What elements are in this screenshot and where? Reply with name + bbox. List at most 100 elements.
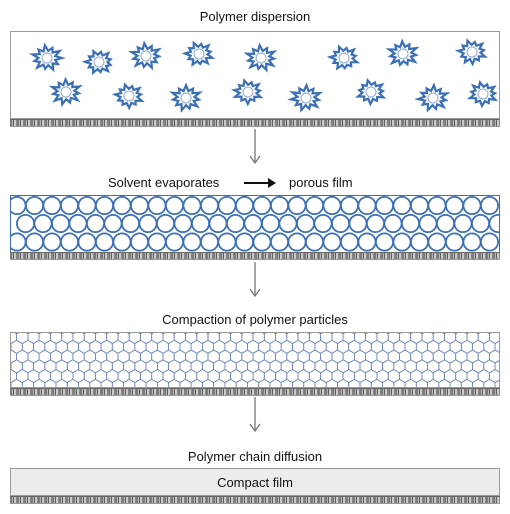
hex-cell: [269, 378, 282, 387]
dispersed-particle: [385, 38, 420, 67]
film-particle: [252, 232, 272, 252]
dispersion-particles: [28, 38, 499, 114]
film-particle: [243, 213, 263, 234]
film-particle: [287, 196, 307, 215]
porous-film-box: [10, 195, 500, 253]
dispersed-particle: [128, 40, 162, 71]
hex-cell: [410, 333, 423, 344]
film-particle: [348, 213, 368, 234]
hex-cell: [444, 333, 457, 344]
hex-cell: [100, 378, 113, 387]
hex-cell: [382, 378, 395, 387]
hex-cell: [477, 333, 490, 344]
film-particle: [480, 196, 499, 215]
hex-cell: [342, 333, 355, 344]
hex-cell: [162, 333, 175, 344]
hex-cell: [286, 333, 299, 344]
film-particle: [165, 196, 184, 215]
dispersed-particle: [287, 82, 324, 113]
hex-cell: [483, 378, 496, 387]
film-particle: [42, 196, 62, 215]
dispersed-particle: [466, 79, 499, 109]
substrate-4: [10, 496, 500, 504]
hex-cell: [117, 333, 130, 344]
hex-cell: [235, 378, 248, 387]
film-particle: [462, 232, 482, 252]
hex-cell: [325, 378, 338, 387]
down-arrow-1: [249, 129, 261, 165]
dispersed-particle: [48, 76, 83, 108]
hex-cell: [89, 378, 102, 387]
dispersed-particle: [230, 77, 264, 107]
film-particle: [409, 232, 429, 252]
hex-cell: [168, 378, 181, 387]
film-particle: [138, 213, 158, 234]
dispersed-particle: [81, 48, 113, 76]
hex-cell: [472, 378, 485, 387]
hex-cell: [421, 333, 434, 344]
hex-cell: [432, 333, 445, 344]
down-arrow-2: [249, 262, 261, 298]
film-particle: [182, 196, 202, 215]
hex-cell: [11, 378, 23, 387]
film-particle: [147, 232, 167, 252]
film-particle: [462, 196, 482, 215]
hex-cell: [106, 333, 119, 344]
film-particle: [252, 196, 272, 215]
hex-cell: [128, 333, 141, 344]
film-particle: [217, 196, 237, 215]
hex-cell: [224, 378, 237, 387]
porous-film-particles: [11, 196, 499, 252]
film-particle: [86, 213, 106, 234]
film-particle: [322, 196, 342, 215]
film-particle: [234, 232, 254, 252]
film-particle: [479, 232, 499, 252]
film-particle: [313, 213, 333, 234]
hex-cell: [280, 378, 293, 387]
compact-film-label: Compact film: [217, 474, 293, 490]
film-particle: [77, 196, 97, 215]
film-particle: [365, 213, 385, 234]
film-particle: [11, 196, 27, 215]
hex-cell: [498, 333, 499, 334]
hex-cell: [78, 378, 91, 387]
film-particle: [339, 232, 359, 252]
film-particle: [392, 196, 412, 215]
hex-cell: [202, 378, 214, 387]
film-particle: [260, 213, 280, 234]
film-particle: [304, 232, 324, 252]
film-particle: [427, 196, 447, 215]
hex-cell: [230, 333, 243, 344]
hex-cell: [190, 378, 203, 387]
hex-cell: [337, 378, 350, 387]
film-particle: [200, 196, 219, 215]
film-particle: [305, 196, 324, 215]
dispersion-box: [10, 31, 500, 119]
hex-cell: [151, 333, 164, 344]
hex-cell: [331, 333, 344, 344]
film-particle: [392, 232, 412, 252]
hex-cell: [196, 333, 209, 344]
hex-cell: [140, 333, 153, 344]
hex-cell: [21, 378, 34, 387]
hex-cell: [173, 333, 186, 344]
hex-cell: [263, 333, 276, 344]
film-particle: [42, 232, 62, 252]
hex-cell: [66, 378, 79, 387]
film-particle: [130, 196, 149, 215]
hex-cell: [247, 378, 260, 387]
hex-cell: [123, 378, 136, 387]
compact-film-box: Compact film: [10, 468, 500, 496]
film-particle: [103, 213, 123, 234]
hex-cell: [145, 378, 158, 387]
film-particle: [51, 213, 71, 234]
hex-cell: [218, 333, 231, 344]
film-particle: [95, 232, 115, 252]
right-arrow-icon: [244, 177, 276, 189]
film-particle: [173, 213, 193, 234]
dispersed-particle: [243, 42, 278, 73]
down-arrow-3: [249, 397, 261, 433]
film-particle: [278, 213, 298, 234]
hex-cell: [376, 333, 389, 344]
film-particle: [164, 232, 184, 252]
